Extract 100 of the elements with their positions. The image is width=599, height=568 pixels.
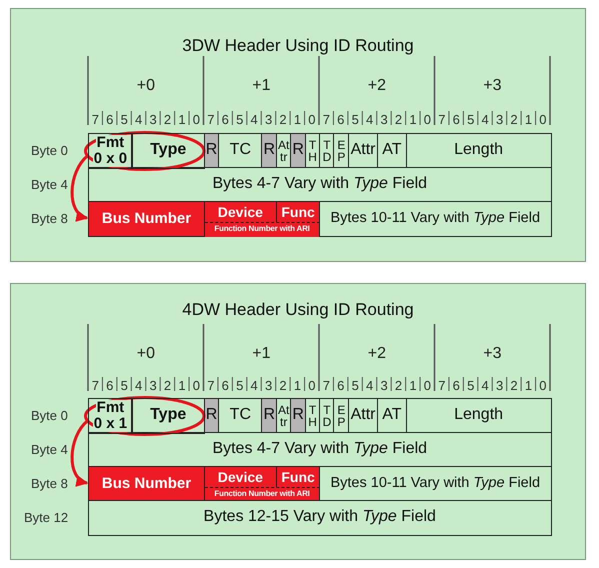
field-cell [88, 432, 552, 468]
field-label: 0 x 1 [92, 416, 128, 432]
bit-number: 1 [409, 378, 417, 392]
field-label: Type [149, 407, 188, 424]
field-label: AT [382, 142, 402, 160]
field-label: Device [218, 470, 263, 486]
bit-number: 2 [510, 112, 518, 126]
header-panel [10, 283, 586, 560]
bit-number: 7 [207, 378, 214, 392]
field-label: R [292, 142, 304, 160]
bit-number: 3 [496, 378, 504, 392]
field-label: Type [149, 142, 188, 160]
field-label: AT [382, 407, 402, 424]
bit-number: 6 [452, 112, 460, 126]
bit-number: 2 [164, 378, 172, 392]
field-label: Bytes 4-7 Vary with Type Field [212, 441, 428, 458]
field-label: T D [322, 404, 332, 428]
field-label: R [292, 407, 304, 424]
field-label: R [206, 142, 218, 160]
bit-number: 4 [482, 378, 489, 392]
bit-number: 6 [222, 112, 229, 126]
bit-number: 4 [250, 378, 258, 392]
field-band [204, 222, 320, 236]
field-label: E P [336, 138, 346, 163]
field-label: Bus Number [102, 210, 192, 227]
field-label: Function Number with ARI [214, 225, 310, 234]
field-label: R [263, 142, 275, 160]
bit-number: 6 [337, 112, 344, 126]
bit-number: 7 [92, 378, 99, 392]
bit-number: 7 [438, 112, 446, 126]
header-panel [10, 8, 586, 262]
field-label: TC [230, 142, 251, 160]
curved-arrow [70, 420, 89, 485]
byte-offset-label: +0 [136, 77, 155, 95]
field-label: Function Number with ARI [214, 490, 310, 498]
bit-number: 0 [539, 112, 547, 126]
bit-number: 0 [424, 112, 432, 126]
field-cell [88, 500, 552, 536]
field-label: Attr [350, 407, 376, 424]
bit-number: 6 [337, 378, 344, 392]
bit-number: 6 [106, 378, 114, 392]
bit-number: 6 [106, 112, 114, 126]
bit-number: 4 [135, 378, 142, 392]
bit-number: 7 [438, 378, 446, 392]
bit-number: 4 [366, 112, 374, 126]
field-label: At tr [276, 138, 290, 163]
bit-number: 1 [178, 378, 186, 392]
bit-number: 7 [322, 112, 330, 126]
field-label: T D [322, 138, 332, 163]
bit-number: 3 [264, 378, 272, 392]
bit-number: 3 [380, 112, 388, 126]
bit-number: 1 [178, 112, 186, 126]
field-label: Bytes 4-7 Vary with Type Field [212, 176, 428, 194]
bit-number: 2 [510, 378, 518, 392]
bit-number: 5 [120, 378, 128, 392]
bit-number: 3 [149, 378, 157, 392]
field-label: Device [218, 205, 263, 220]
bit-number: 3 [149, 112, 157, 126]
byte-offset-label: +0 [136, 345, 155, 363]
bit-number: 7 [92, 112, 99, 126]
bit-number: 0 [192, 112, 200, 126]
bit-number: 1 [294, 378, 302, 392]
bit-number: 1 [409, 112, 417, 126]
bit-number: 1 [524, 112, 532, 126]
bit-number: 4 [250, 112, 258, 126]
byte-row-label: Byte 0 [31, 142, 68, 158]
field-label: Bus Number [102, 476, 192, 492]
bit-number: 3 [496, 112, 504, 126]
bit-number: 5 [352, 378, 359, 392]
field-cell [88, 201, 205, 236]
panel-title: 4DW Header Using ID Routing [181, 300, 415, 320]
bit-number: 2 [279, 378, 287, 392]
bit-number: 5 [467, 378, 474, 392]
field-label: T H [307, 138, 318, 163]
field-label: Bytes 10-11 Vary with Type Field [330, 211, 540, 226]
curved-arrow [70, 154, 89, 220]
bit-number: 2 [164, 112, 172, 126]
field-label: 0 x 0 [92, 150, 128, 166]
field-label: Attr [350, 142, 376, 160]
byte-offset-label: +2 [368, 345, 386, 363]
field-label: Bytes 10-11 Vary with Type Field [330, 476, 540, 492]
bit-number: 7 [322, 378, 330, 392]
field-label: Length [454, 407, 504, 424]
bit-number: 0 [308, 112, 316, 126]
field-cell [88, 133, 133, 168]
byte-row-label: Byte 4 [31, 442, 68, 456]
bit-number: 5 [236, 112, 244, 126]
bit-number: 4 [482, 112, 489, 126]
bit-number: 2 [394, 378, 402, 392]
field-cell [88, 167, 552, 202]
bit-number: 0 [424, 378, 432, 392]
field-label: Length [454, 142, 504, 160]
field-label: Bytes 12-15 Vary with Type Field [204, 509, 436, 526]
bit-number: 6 [452, 378, 460, 392]
bit-number: 2 [394, 112, 402, 126]
field-cell [319, 466, 552, 502]
panel-title: 3DW Header Using ID Routing [181, 36, 415, 56]
bit-number: 3 [380, 378, 388, 392]
byte-row-label: Byte 8 [31, 210, 68, 226]
byte-offset-label: +1 [252, 345, 270, 363]
